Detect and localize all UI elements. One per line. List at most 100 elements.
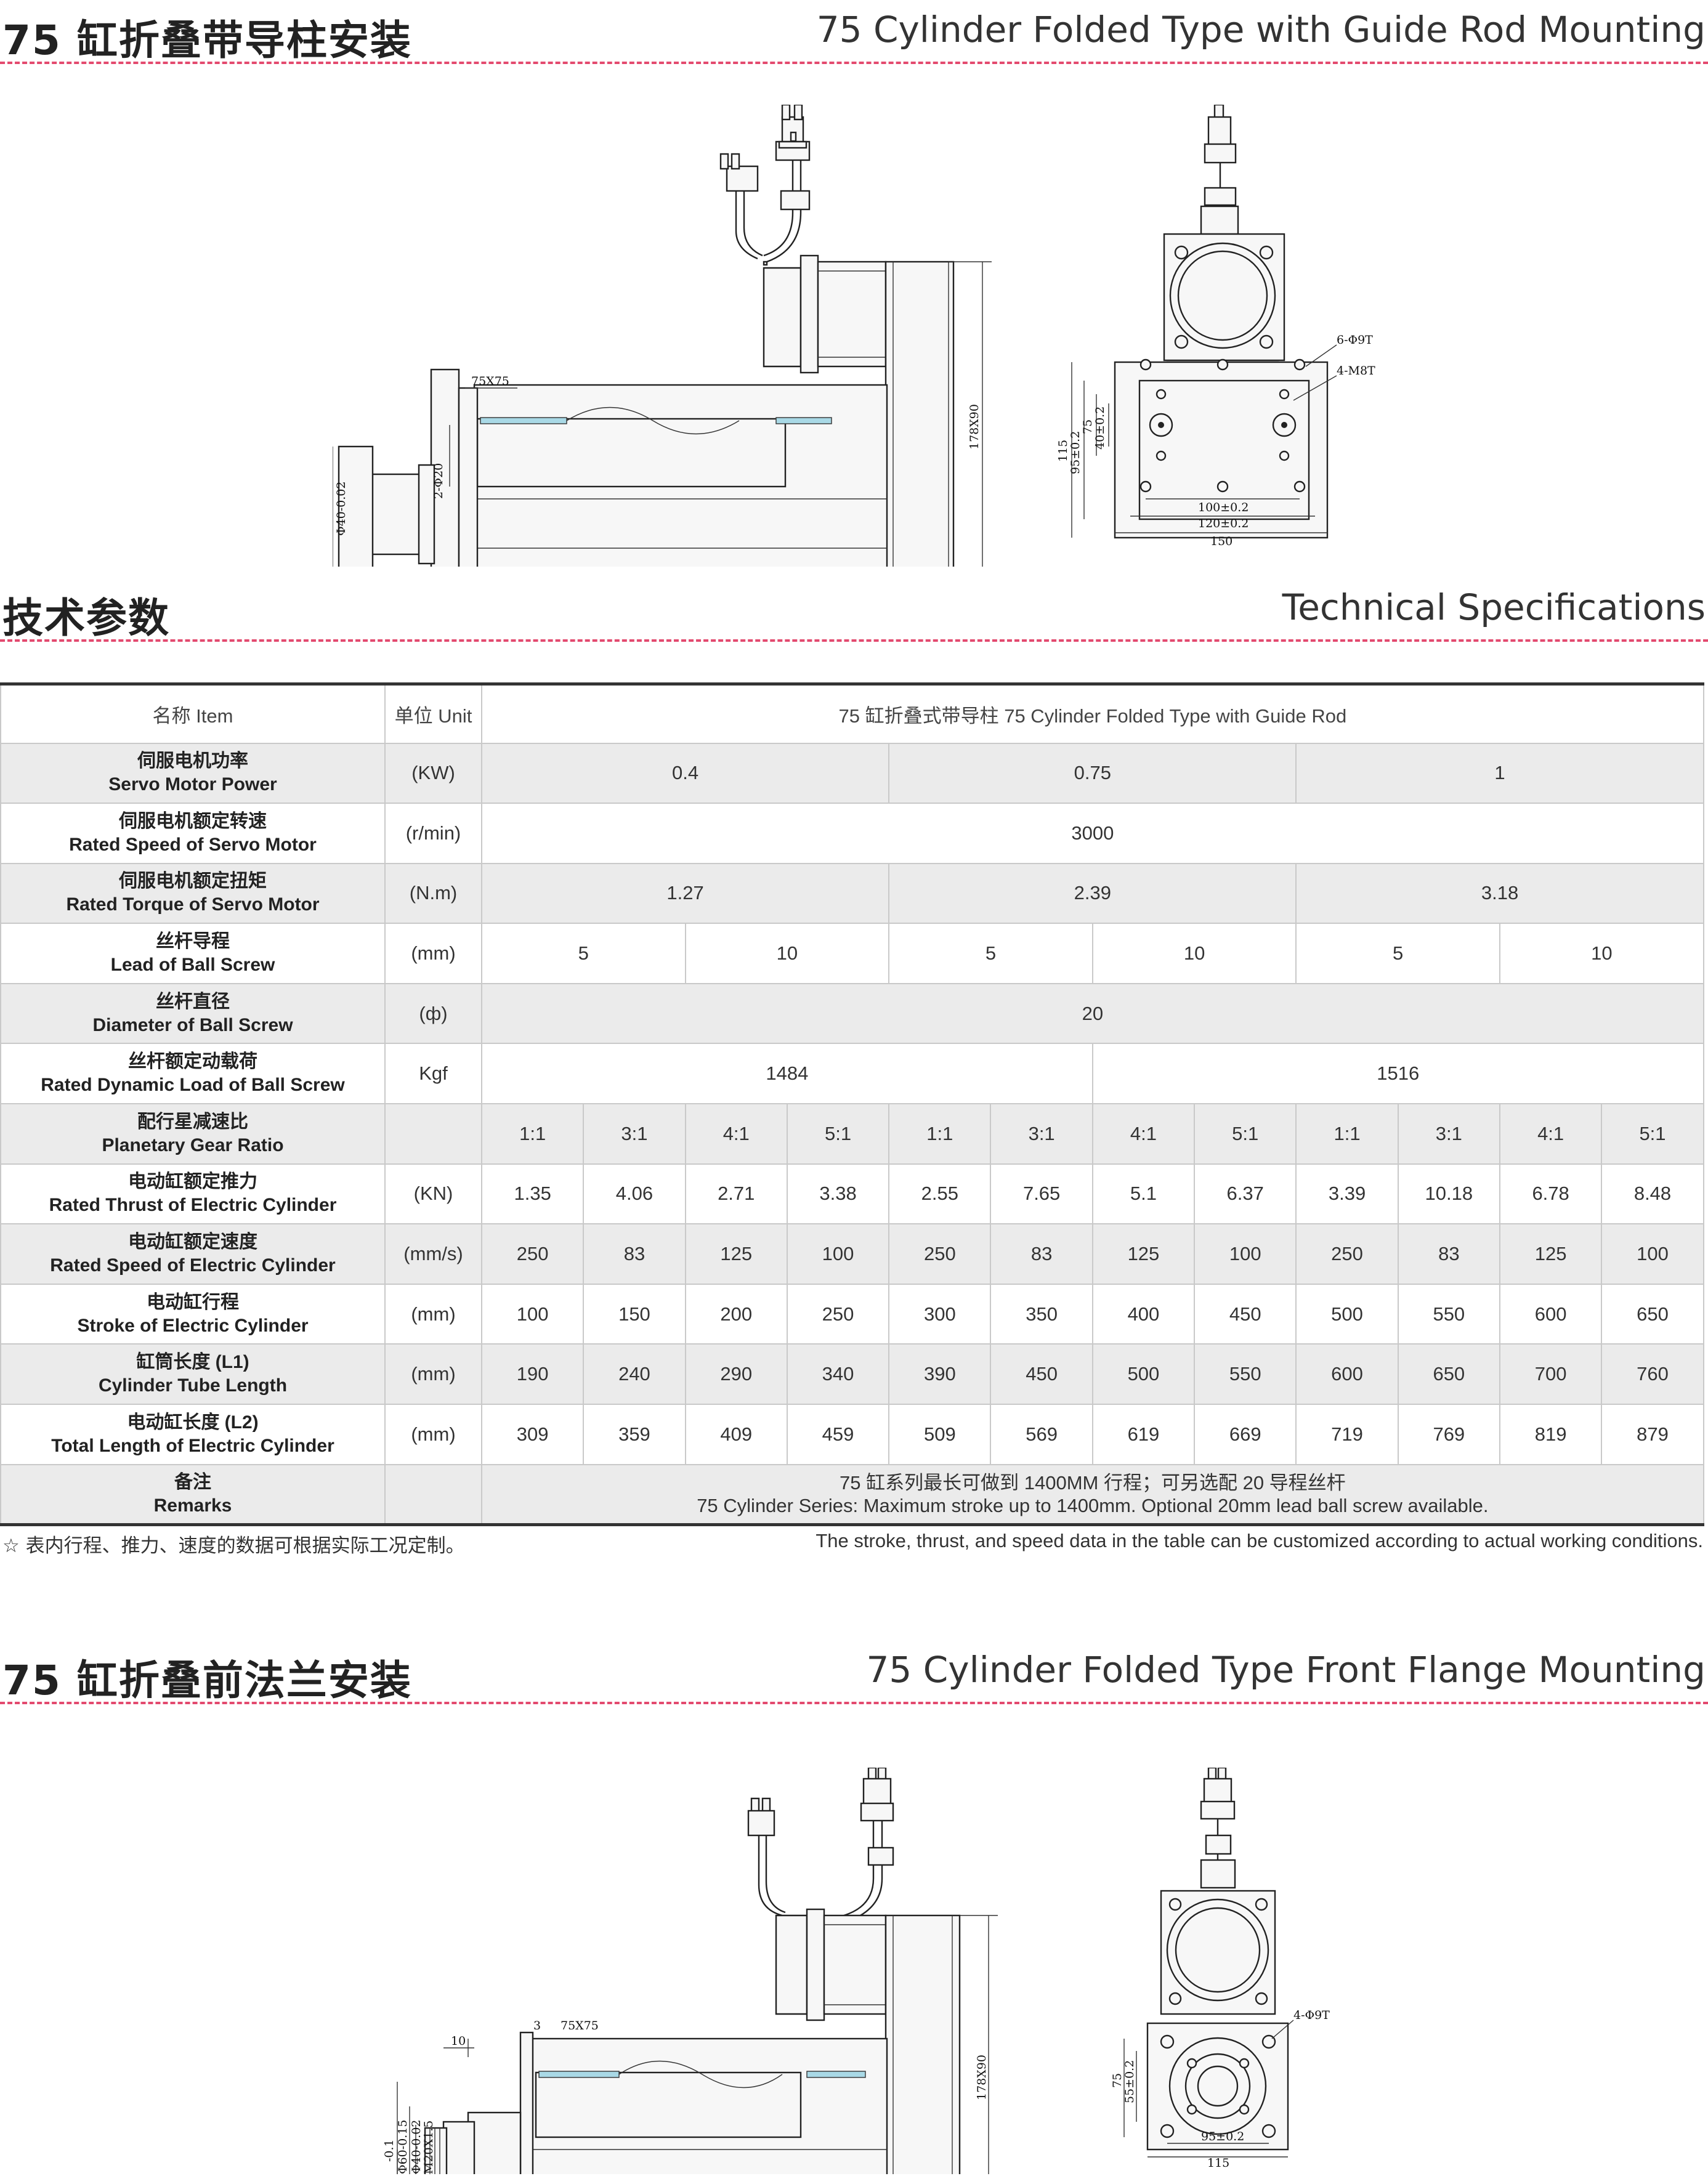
cell: 390 — [888, 1343, 992, 1405]
dim-tol: -0.1 — [382, 2139, 396, 2162]
dim-rod-diameter: Φ40-0.02 — [334, 482, 348, 536]
cell: 819 — [1499, 1404, 1603, 1465]
cell: 459 — [786, 1404, 890, 1465]
cell: 5 — [481, 923, 686, 984]
dim-115: 115 — [1056, 440, 1070, 462]
cell: 3:1 — [1397, 1103, 1500, 1165]
cell: 100 — [480, 1283, 585, 1345]
cell: 190 — [480, 1343, 585, 1405]
dim-75x75: 75X75 — [561, 2019, 599, 2032]
row-unit — [384, 1103, 482, 1165]
cell: 5 — [1295, 923, 1500, 984]
cell: 8.48 — [1601, 1163, 1704, 1225]
row-label: 缸筒长度 (L1)Cylinder Tube Length — [0, 1343, 386, 1405]
row-unit: (ф) — [384, 982, 482, 1045]
cell: 10 — [1499, 923, 1704, 984]
section-title-en: 75 Cylinder Folded Type with Guide Rod M… — [816, 9, 1706, 51]
cell: 1 — [1295, 742, 1704, 804]
section-header-front-flange: 75 缸折叠前法兰安装 75 Cylinder Folded Type Fron… — [0, 1640, 1708, 1704]
cell: 350 — [990, 1283, 1093, 1345]
cell: 5:1 — [1601, 1103, 1704, 1165]
cell: 150 — [583, 1283, 686, 1345]
row-unit — [384, 1463, 482, 1526]
dim-thread: M20X1.5 — [422, 2121, 435, 2174]
cell: 300 — [888, 1283, 992, 1345]
cell: 769 — [1397, 1404, 1500, 1465]
cell: 125 — [1499, 1223, 1603, 1285]
dim-holes-9T: 6-Φ9T — [1337, 333, 1373, 347]
cell: 2.55 — [888, 1163, 992, 1225]
dashed-divider — [0, 639, 1708, 642]
cell: 550 — [1397, 1283, 1500, 1345]
cell: 879 — [1601, 1404, 1704, 1465]
dim-95: 95±0.2 — [1069, 431, 1082, 474]
section-title-cn: 技术参数 — [2, 594, 170, 642]
cell: 600 — [1295, 1343, 1399, 1405]
row-unit: (mm) — [384, 1283, 482, 1345]
row-unit: (mm) — [384, 923, 482, 984]
dim-55: 55±0.2 — [1123, 2060, 1136, 2103]
header-unit: 单位 Unit — [384, 683, 482, 744]
cell: 240 — [583, 1343, 686, 1405]
side-view-drawing-guide-rod: 75X75 178X90 Φ40-0.02 2-Φ20 18 30 19 L1 … — [333, 105, 1035, 567]
cell: 10 — [1091, 923, 1297, 984]
cell: 1:1 — [888, 1103, 992, 1165]
cell: 1.35 — [480, 1163, 585, 1225]
cell: 700 — [1499, 1343, 1603, 1405]
cell: 10.18 — [1397, 1163, 1500, 1225]
cell: 6.37 — [1194, 1163, 1297, 1225]
cell: 100 — [786, 1223, 890, 1285]
dim-40: 40±0.2 — [1093, 406, 1107, 450]
cell: 250 — [1295, 1223, 1399, 1285]
cell: 3.18 — [1295, 862, 1704, 924]
row-unit: (mm/s) — [384, 1223, 482, 1285]
dim-178x90: 178X90 — [975, 2055, 989, 2100]
cell: 500 — [1091, 1343, 1196, 1405]
row-unit: (r/min) — [384, 803, 482, 864]
dim-150: 150 — [1210, 535, 1232, 548]
dim-holes-9T: 4-Φ9T — [1293, 2008, 1330, 2022]
cell: 2.39 — [888, 862, 1297, 924]
dim-3: 3 — [533, 2019, 541, 2032]
cell: 1516 — [1091, 1043, 1704, 1105]
cell: 7.65 — [990, 1163, 1093, 1225]
row-unit: (N.m) — [384, 862, 482, 924]
cell: 3000 — [481, 803, 1704, 864]
cell: 83 — [990, 1223, 1093, 1285]
header-item: 名称 Item — [0, 683, 386, 744]
cell: 100 — [1601, 1223, 1704, 1285]
cell: 509 — [888, 1404, 992, 1465]
cell: 309 — [480, 1404, 585, 1465]
cell: 760 — [1601, 1343, 1704, 1405]
cell: 1:1 — [1295, 1103, 1399, 1165]
cell: 4:1 — [684, 1103, 788, 1165]
cell: 4:1 — [1499, 1103, 1603, 1165]
cell: 125 — [1091, 1223, 1196, 1285]
cell: 5:1 — [1194, 1103, 1297, 1165]
cell: 1484 — [481, 1043, 1093, 1105]
cell: 3.39 — [1295, 1163, 1399, 1225]
cell: 409 — [684, 1404, 788, 1465]
cell: 359 — [583, 1404, 686, 1465]
end-view-drawing-front-flange: 4-Φ9T 75 55±0.2 95±0.2 115 — [1109, 1768, 1355, 2168]
cell: 83 — [1397, 1223, 1500, 1285]
end-view-drawing-guide-rod: 6-Φ9T 4-M8T 115 95±0.2 75 40±0.2 100±0.2… — [1047, 105, 1392, 554]
cell: 450 — [990, 1343, 1093, 1405]
cell: 569 — [990, 1404, 1093, 1465]
dim-75: 75 — [1081, 419, 1095, 434]
cell: 600 — [1499, 1283, 1603, 1345]
section-title-en: 75 Cylinder Folded Type Front Flange Mou… — [866, 1649, 1706, 1691]
